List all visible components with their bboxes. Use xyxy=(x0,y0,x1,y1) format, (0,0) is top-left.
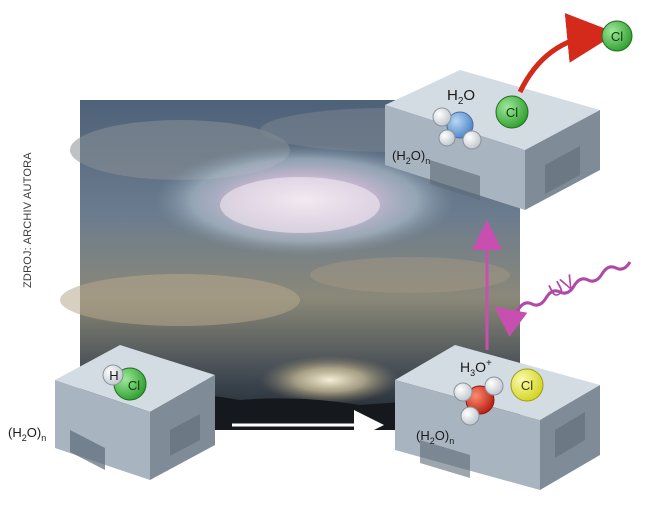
svg-text:Cl: Cl xyxy=(611,29,623,44)
uv-wave xyxy=(494,261,632,337)
hydronium-molecule xyxy=(453,376,504,426)
photo-credit: ZDROJ: ARCHIV AUTORA xyxy=(22,152,34,288)
label-cluster-top: (H2O)n xyxy=(392,148,430,166)
cl-atom-bottom-right: Cl xyxy=(510,368,544,402)
ice-block-top-right xyxy=(385,70,600,210)
label-h2o-top: H2O xyxy=(447,87,475,107)
uv-label: UV xyxy=(545,271,578,302)
svg-text:H: H xyxy=(109,368,118,383)
cl-atom-free: Cl xyxy=(601,20,633,52)
svg-text:Cl: Cl xyxy=(128,378,140,393)
ice-block-bottom-right xyxy=(395,345,600,490)
water-molecule-top xyxy=(432,107,482,150)
hcl-molecule: H Cl xyxy=(102,364,147,401)
cl-release-arrow xyxy=(517,13,617,94)
label-cluster-left: (H2O)n xyxy=(8,425,46,443)
label-hydronium: H3O+ xyxy=(460,358,492,378)
svg-text:Cl: Cl xyxy=(506,105,518,120)
svg-text:Cl: Cl xyxy=(521,378,533,393)
cl-atom-top: Cl xyxy=(495,95,529,129)
label-cluster-right: (H2O)n xyxy=(416,428,454,446)
